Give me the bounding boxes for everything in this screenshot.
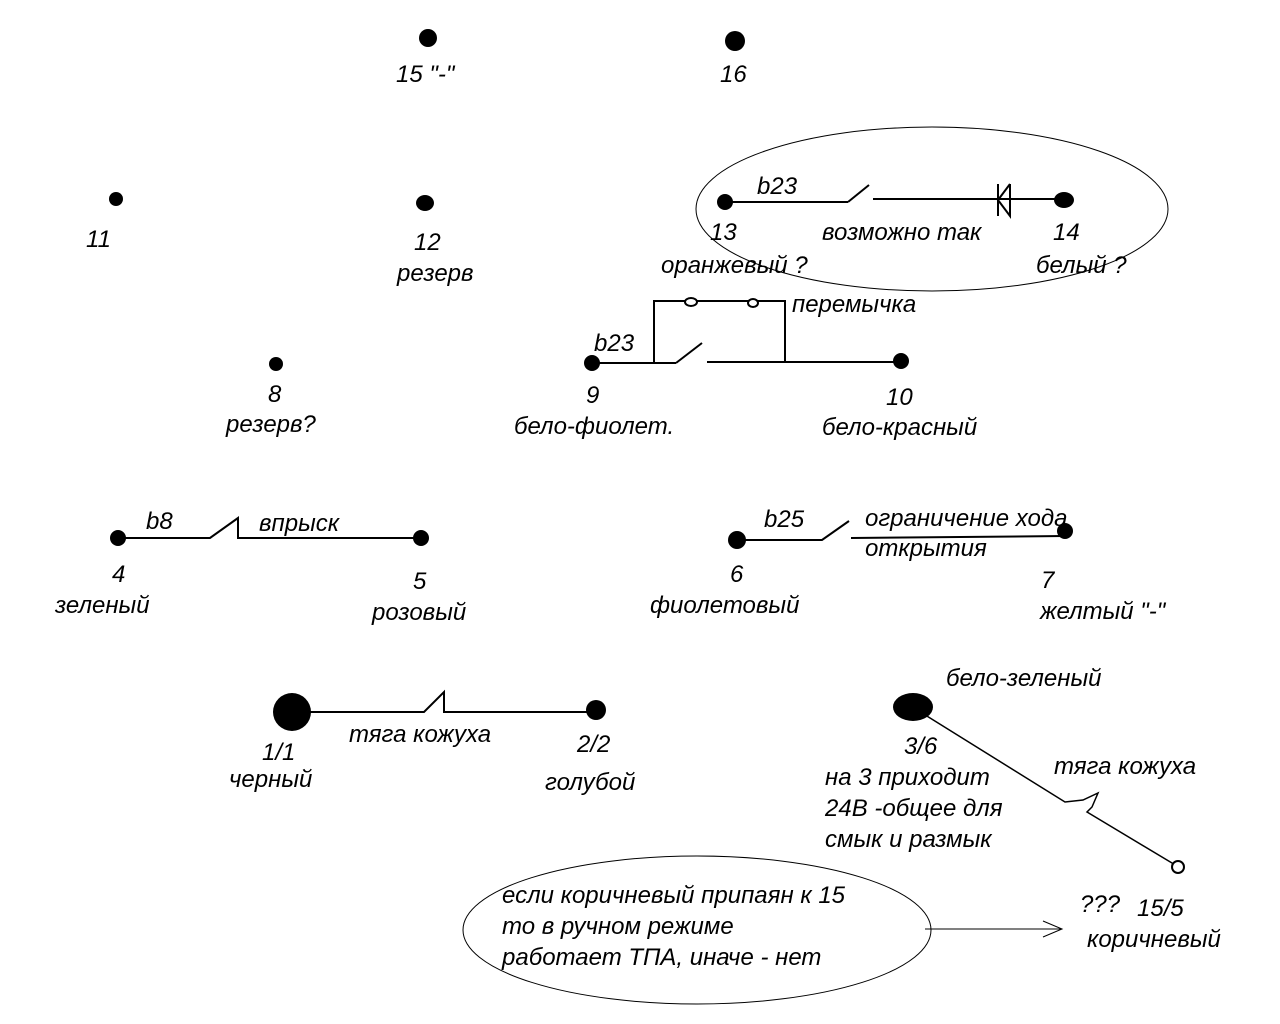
pin-15-terminal-icon <box>419 29 437 47</box>
switch-b23-blade-top <box>847 184 870 203</box>
pin-13-label: 13 <box>710 219 737 246</box>
wire-1-2-shroud <box>292 689 596 713</box>
pin-2-color: голубой <box>545 769 636 796</box>
pin-14-terminal-icon <box>1054 192 1074 208</box>
pin-12-label: 12 <box>414 229 441 256</box>
pin-16-terminal-icon <box>725 31 745 51</box>
pin-6-label: 6 <box>730 561 744 588</box>
pin-15-5-question: ??? <box>1080 891 1121 918</box>
terminals <box>109 29 1074 731</box>
pin-5-color: розовый <box>372 599 467 626</box>
switch-b23-label-2: b23 <box>594 330 635 357</box>
pin-10-label: 10 <box>886 384 913 411</box>
pin-8-color: резерв? <box>226 411 316 438</box>
pin-7-color: желтый "-" <box>1040 598 1166 625</box>
circuit-4-5-function: впрыск <box>259 510 340 537</box>
pin-5-terminal-icon <box>413 530 429 546</box>
pin-15-5-color: коричневый <box>1087 926 1221 953</box>
pin-3-note-line2: 24В -общее для <box>825 795 1003 822</box>
pin-1-terminal-icon <box>273 693 311 731</box>
pin-2-terminal-icon <box>586 700 606 720</box>
callout-line1: если коричневый припаян к 15 <box>502 882 846 909</box>
arrow-icon <box>925 920 1064 938</box>
pin-15-5-open-terminal-icon <box>1171 860 1185 874</box>
pin-5-label: 5 <box>413 568 427 595</box>
pin-6-color: фиолетовый <box>650 592 800 619</box>
callout-ellipse <box>462 855 932 1005</box>
pin-10-color: бело-красный <box>822 414 978 441</box>
pin-10-terminal-icon <box>893 353 909 369</box>
circuit-13-14-note: возможно так <box>822 219 982 246</box>
pin-4-color: зеленый <box>55 592 150 619</box>
pin-3-note-line1: на 3 приходит <box>825 764 990 791</box>
jumper-label: перемычка <box>792 291 917 318</box>
pin-11-label: 11 <box>86 226 111 253</box>
pin-8-label: 8 <box>268 381 282 408</box>
pin-1-color: черный <box>229 766 313 793</box>
highlight-ellipse-13-14 <box>695 126 1169 292</box>
pin-13-terminal-icon <box>717 194 733 210</box>
pin-14-color: белый ? <box>1036 252 1127 279</box>
pin-14-label: 14 <box>1053 219 1080 246</box>
pin-3-note-line3: смык и размык <box>825 826 992 853</box>
diode-icon <box>996 183 1011 219</box>
pin-9-color: бело-фиолет. <box>514 413 675 440</box>
pin-9-label: 9 <box>586 382 600 409</box>
pin-1-label: 1/1 <box>262 739 296 766</box>
pin-15-label: 15 "-" <box>396 61 455 88</box>
callout-line2: то в ручном режиме <box>502 913 734 940</box>
circuit-3-15-function: тяга кожуха <box>1054 753 1197 780</box>
pin-15-5-label: 15/5 <box>1137 895 1184 922</box>
wire-switch-7 <box>850 535 1066 539</box>
jumper-contact-icon <box>747 298 759 308</box>
switch-b8-label: b8 <box>146 508 173 535</box>
wire-6-switch-b25 <box>737 520 850 541</box>
pin-7-label: 7 <box>1041 567 1055 594</box>
wire-4-5-b8 <box>118 516 421 539</box>
pin-3-terminal-icon <box>893 693 933 721</box>
wire-3-15-shroud <box>913 707 1178 867</box>
circuit-1-2-function: тяга кожуха <box>349 721 492 748</box>
pin-9-terminal-icon <box>584 355 600 371</box>
switch-b25-label: b25 <box>764 506 805 533</box>
pin-7-terminal-icon <box>1057 523 1073 539</box>
pin-3-label: 3/6 <box>904 733 938 760</box>
callout-line3: работает ТПА, иначе - нет <box>502 944 822 971</box>
pin-3-color: бело-зеленый <box>946 665 1102 692</box>
circuit-6-7-function-line1: ограничение хода <box>865 505 1068 532</box>
switch-b23-blade <box>675 342 703 364</box>
pin-12-color: резерв <box>397 260 474 287</box>
switch-b23-label: b23 <box>757 173 798 200</box>
pin-4-label: 4 <box>112 561 126 588</box>
pin-8-terminal-icon <box>269 357 283 371</box>
pin-11-terminal-icon <box>109 192 123 206</box>
pin-13-color: оранжевый ? <box>661 252 808 279</box>
pin-2-label: 2/2 <box>577 731 611 758</box>
pin-4-terminal-icon <box>110 530 126 546</box>
circuit-6-7-function-line2: открытия <box>865 535 987 562</box>
jumper-contact-icon <box>684 297 698 307</box>
pin-12-terminal-icon <box>416 195 434 211</box>
pin-6-terminal-icon <box>728 531 746 549</box>
pin-16-label: 16 <box>720 61 747 88</box>
jumper-bridge <box>653 297 786 363</box>
